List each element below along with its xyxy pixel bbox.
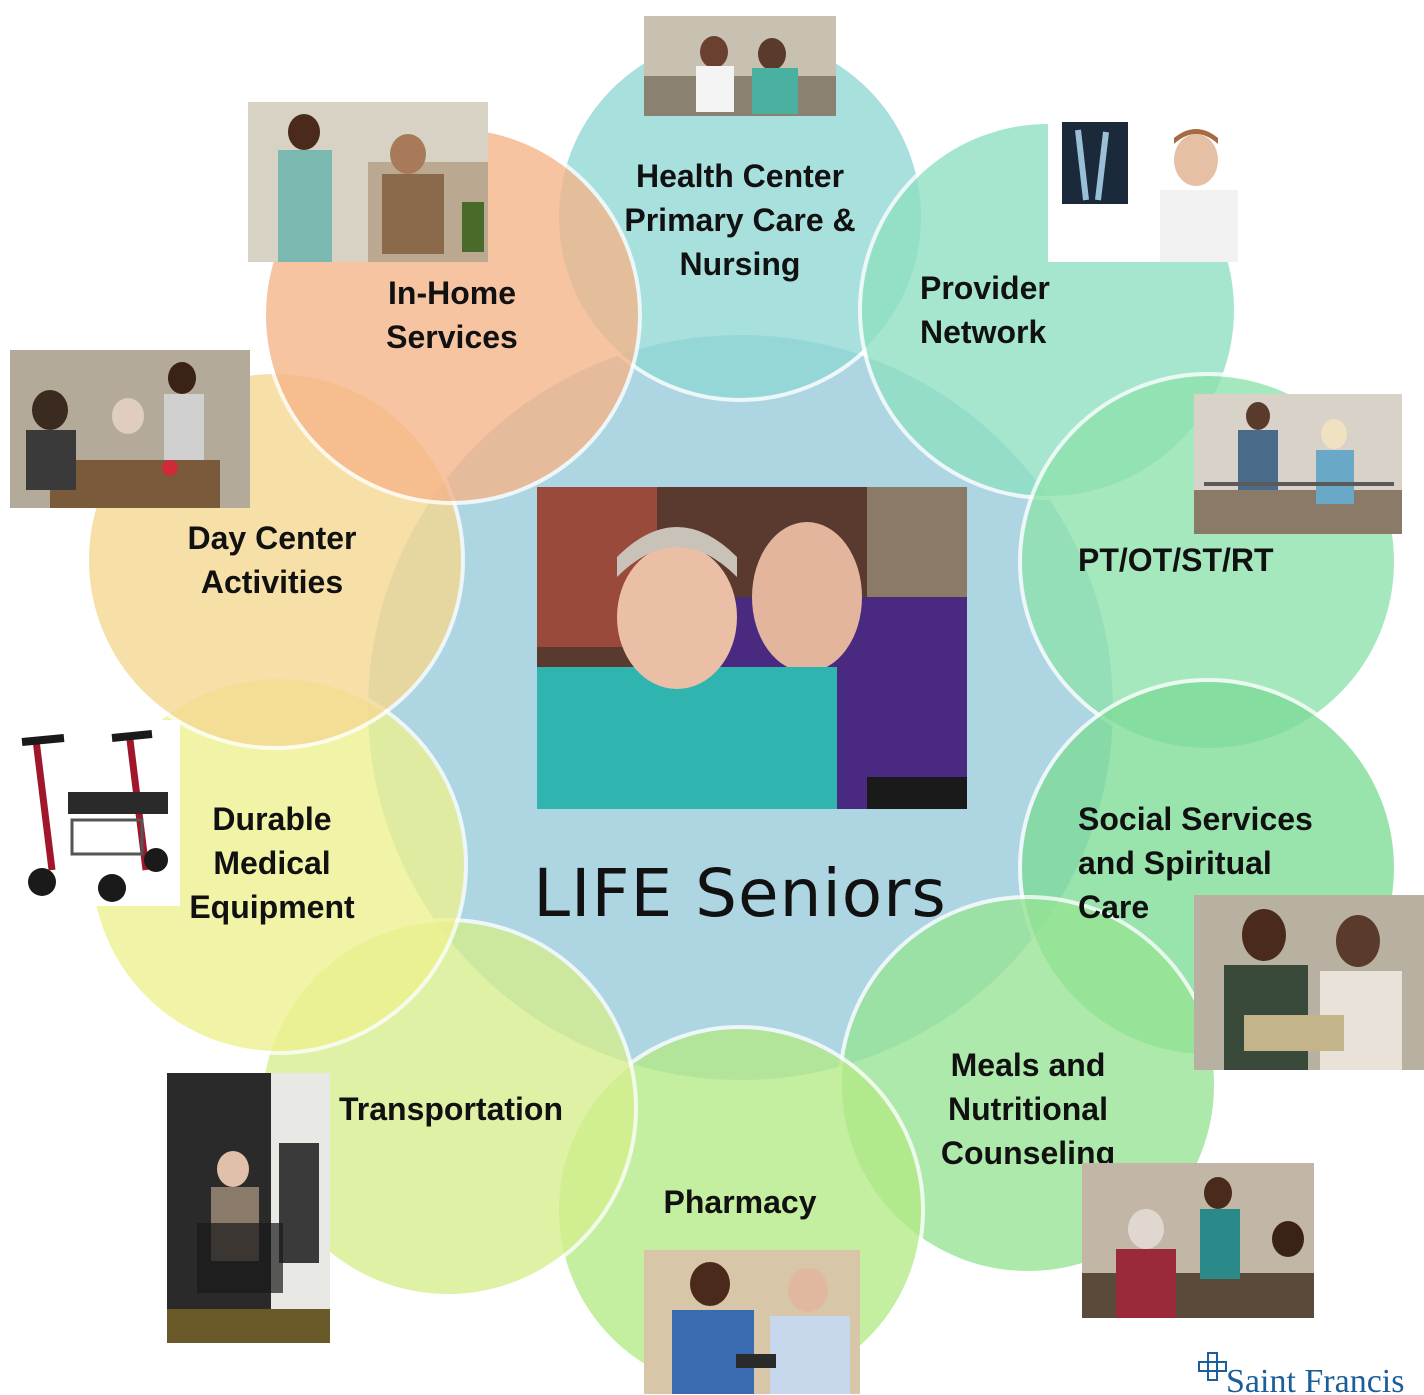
label-meals: Meals and Nutritional Counseling bbox=[940, 1047, 1116, 1171]
photo-health-center bbox=[644, 16, 836, 116]
photo-transportation bbox=[167, 1073, 330, 1343]
photo-pt-ot-st-rt bbox=[1194, 394, 1402, 534]
photo-in-home bbox=[248, 102, 488, 262]
label-transportation: Transportation bbox=[338, 1091, 563, 1127]
label-dme: Durable Medical Equipment bbox=[189, 801, 355, 925]
label-in-home: In-Home Services bbox=[386, 275, 518, 355]
cross-logo-icon bbox=[1198, 1352, 1227, 1381]
photo-day-center bbox=[10, 350, 250, 508]
label-provider-network: Provider Network bbox=[920, 270, 1050, 350]
label-day-center: Day Center Activities bbox=[187, 520, 357, 600]
label-health-center: Health Center Primary Care & Nursing bbox=[624, 158, 856, 282]
center-photo-senior-couple bbox=[537, 487, 967, 809]
logo-text: Saint Francis bbox=[1226, 1363, 1405, 1394]
label-social-services: Social Services and Spiritual Care bbox=[1078, 801, 1313, 925]
center-title: LIFE Seniors bbox=[533, 855, 947, 932]
photo-social-services bbox=[1194, 895, 1424, 1070]
label-pt-ot-st-rt: PT/OT/ST/RT bbox=[1078, 542, 1274, 578]
label-pharmacy: Pharmacy bbox=[663, 1184, 817, 1220]
saint-francis-logo: Saint Francis bbox=[1190, 1350, 1424, 1394]
photo-meals bbox=[1082, 1163, 1314, 1318]
photo-provider-network bbox=[1048, 110, 1238, 262]
photo-pharmacy bbox=[644, 1250, 860, 1394]
photo-durable-medical-equipment bbox=[12, 720, 180, 906]
